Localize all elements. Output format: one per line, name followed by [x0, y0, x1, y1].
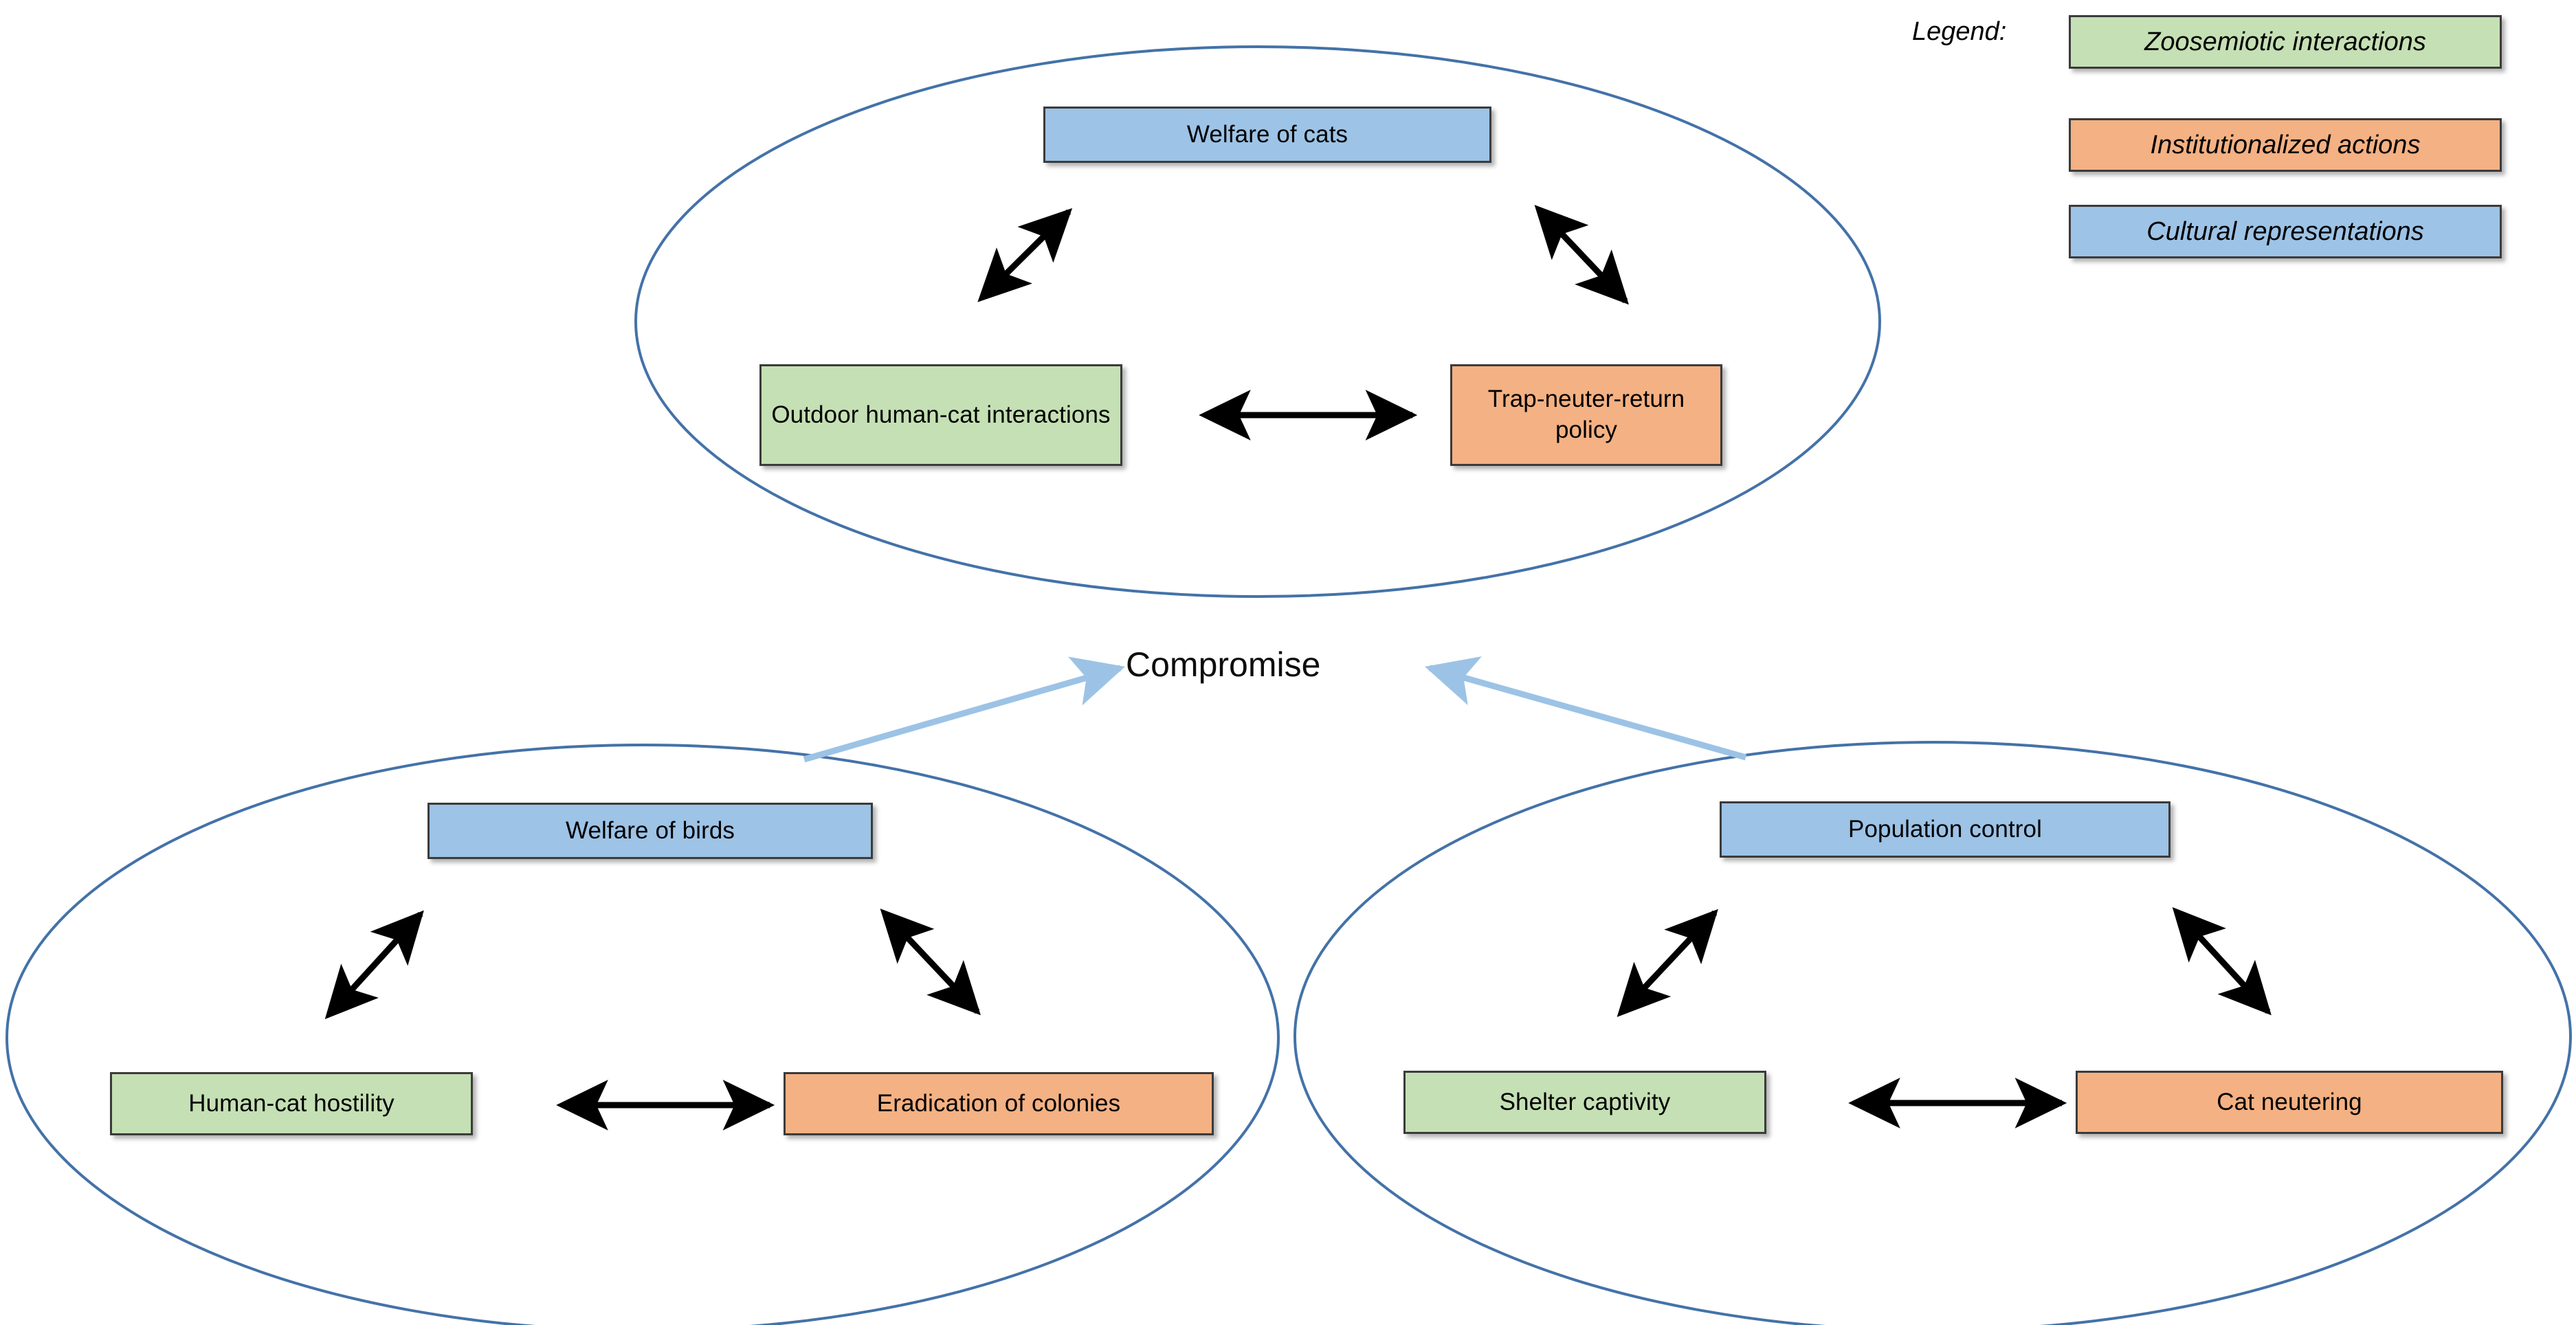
arrow-population-top-right — [2172, 907, 2272, 1016]
node-outdoor-human-cat-interactions[interactable]: Outdoor human-cat interactions — [759, 364, 1122, 466]
arrow-birds-top-left — [324, 910, 424, 1019]
compromise-label: Compromise — [1126, 645, 1321, 684]
arrow-birds-top-right — [880, 909, 981, 1016]
node-trap-neuter-return-policy[interactable]: Trap-neuter-return policy — [1450, 364, 1722, 466]
legend-item-zoosemiotic-interactions[interactable]: Zoosemiotic interactions — [2069, 15, 2502, 69]
node-shelter-captivity[interactable]: Shelter captivity — [1403, 1071, 1766, 1134]
arrow-population-top-left — [1617, 909, 1718, 1017]
legend-item-institutionalized-actions[interactable]: Institutionalized actions — [2069, 118, 2502, 172]
legend-title: Legend: — [1912, 17, 2007, 46]
arrow-birds-to-compromise — [803, 656, 1125, 763]
arrow-population-to-compromise — [1425, 656, 1747, 761]
node-welfare-of-cats[interactable]: Welfare of cats — [1043, 107, 1491, 163]
node-human-cat-hostility[interactable]: Human-cat hostility — [110, 1072, 473, 1135]
legend-item-cultural-representations[interactable]: Cultural representations — [2069, 205, 2502, 258]
node-population-control[interactable]: Population control — [1720, 801, 2170, 858]
node-eradication-of-colonies[interactable]: Eradication of colonies — [784, 1072, 1214, 1135]
arrow-cats-top-left — [977, 208, 1073, 302]
arrow-cats-top-right — [1534, 205, 1629, 305]
node-cat-neutering[interactable]: Cat neutering — [2076, 1071, 2503, 1134]
node-welfare-of-birds[interactable]: Welfare of birds — [428, 803, 873, 859]
